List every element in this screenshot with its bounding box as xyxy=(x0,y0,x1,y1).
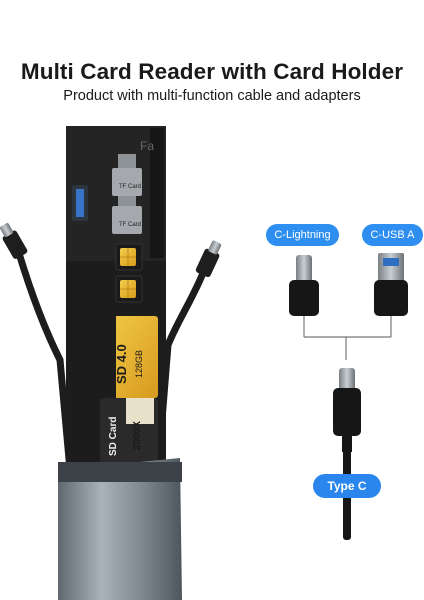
tf-card-1: TF Card xyxy=(112,154,142,196)
lightning-adapter xyxy=(289,255,319,316)
sim-card-1 xyxy=(115,243,143,271)
svg-text:SD 4.0: SD 4.0 xyxy=(114,344,129,384)
svg-text:2000X: 2000X xyxy=(132,421,143,450)
lightning-label: C-Lightning xyxy=(266,224,339,246)
usb-a-adapter xyxy=(374,253,408,316)
page-subtitle: Product with multi-function cable and ad… xyxy=(63,88,361,104)
svg-text:SD Card: SD Card xyxy=(108,417,119,456)
svg-text:TF Card: TF Card xyxy=(119,222,141,228)
left-cable xyxy=(0,223,74,474)
usb-a-port xyxy=(72,185,88,221)
svg-text:128GB: 128GB xyxy=(134,350,144,378)
left-usb-c-plug xyxy=(0,223,28,259)
page-title: Multi Card Reader with Card Holder xyxy=(20,59,404,84)
device-logo: Fa xyxy=(140,139,154,153)
sd-card-black: SD Card 2000X xyxy=(100,398,158,468)
aluminum-shell xyxy=(58,458,182,600)
type-c-label: Type C xyxy=(313,474,381,498)
card-holder-body: Fa TF Card TF Card xyxy=(66,126,166,476)
right-cable xyxy=(154,240,222,474)
sd-card-gold: SD 4.0 128GB xyxy=(100,316,158,398)
sim-card-2 xyxy=(115,275,143,303)
usb-a-label: C-USB A xyxy=(362,224,423,246)
type-c-cable xyxy=(333,368,361,540)
svg-text:TF Card: TF Card xyxy=(119,184,141,190)
connector-lines xyxy=(303,316,392,360)
tf-card-2: TF Card xyxy=(112,196,142,234)
right-usb-c-plug xyxy=(195,240,222,278)
